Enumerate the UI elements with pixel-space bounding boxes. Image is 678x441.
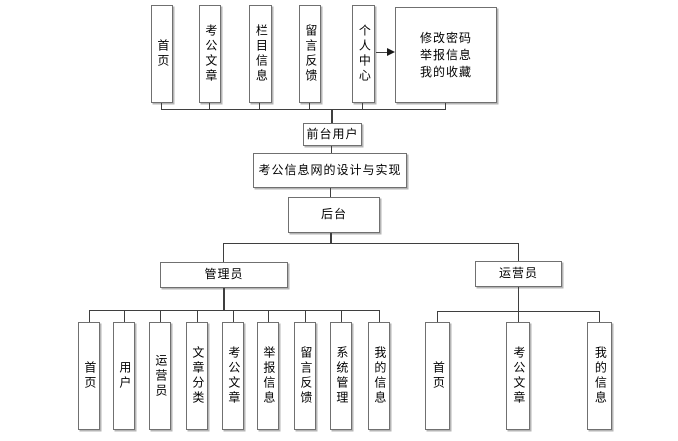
node-front-personal-center: 个人中心 (352, 5, 375, 103)
node-admin-my-info: 我的信息 (368, 322, 390, 430)
node-root-title: 考公信息网的设计与实现 (253, 153, 407, 188)
connector-line (330, 188, 331, 197)
node-front-home: 首页 (151, 5, 173, 103)
node-personal-center-submenu: 修改密码 举报信息 我的收藏 (395, 7, 497, 103)
node-backend: 后台 (288, 197, 380, 233)
node-admin-operators: 运营员 (149, 322, 171, 430)
connector-line (89, 310, 90, 322)
connector-arrow-shaft (376, 52, 389, 53)
node-admin-system-management: 系统管理 (330, 322, 352, 430)
connector-line (330, 233, 332, 243)
connector-line (259, 103, 260, 109)
node-admin-home: 首页 (78, 322, 100, 430)
connector-line (161, 103, 162, 109)
submenu-report-info: 举报信息 (419, 47, 472, 62)
connector-line (209, 103, 210, 109)
connector-line (362, 103, 363, 109)
connector-line (223, 288, 225, 310)
connector-line (518, 311, 519, 322)
node-admin-article-categories: 文章分类 (186, 322, 208, 430)
connector-line (309, 103, 310, 109)
node-operator-my-info: 我的信息 (587, 322, 612, 430)
connector-bus-backend (223, 243, 519, 244)
connector-line (437, 311, 438, 322)
node-admin: 管理员 (160, 262, 288, 288)
connector-line (268, 310, 269, 322)
node-admin-report-info: 举报信息 (257, 322, 279, 430)
node-operator-exam-articles: 考公文章 (506, 322, 530, 430)
connector-line (233, 310, 234, 322)
node-front-user: 前台用户 (303, 123, 362, 146)
node-operator: 运营员 (475, 261, 562, 287)
connector-line (599, 311, 600, 322)
node-admin-exam-articles: 考公文章 (222, 322, 244, 430)
connector-line (341, 310, 342, 322)
connector-line (518, 243, 519, 261)
connector-line (518, 287, 519, 311)
submenu-my-favorites: 我的收藏 (419, 64, 472, 79)
node-admin-message-feedback: 留言反馈 (294, 322, 316, 430)
connector-bus-admin (89, 310, 380, 311)
connector-line (305, 310, 306, 322)
node-front-exam-articles: 考公文章 (199, 5, 221, 103)
connector-line (223, 243, 224, 262)
connector-line (197, 310, 198, 322)
connector-line (331, 109, 333, 123)
connector-line (379, 310, 380, 322)
node-admin-users: 用户 (113, 322, 135, 430)
connector-bus-front (161, 109, 446, 110)
arrow-right-icon (387, 48, 395, 56)
node-front-column-info: 栏目信息 (249, 5, 272, 103)
connector-line (331, 146, 332, 153)
connector-line (160, 310, 161, 322)
node-front-message-feedback: 留言反馈 (299, 5, 321, 103)
connector-line (445, 103, 446, 109)
submenu-change-password: 修改密码 (419, 30, 472, 45)
connector-line (124, 310, 125, 322)
node-operator-home: 首页 (425, 322, 450, 430)
